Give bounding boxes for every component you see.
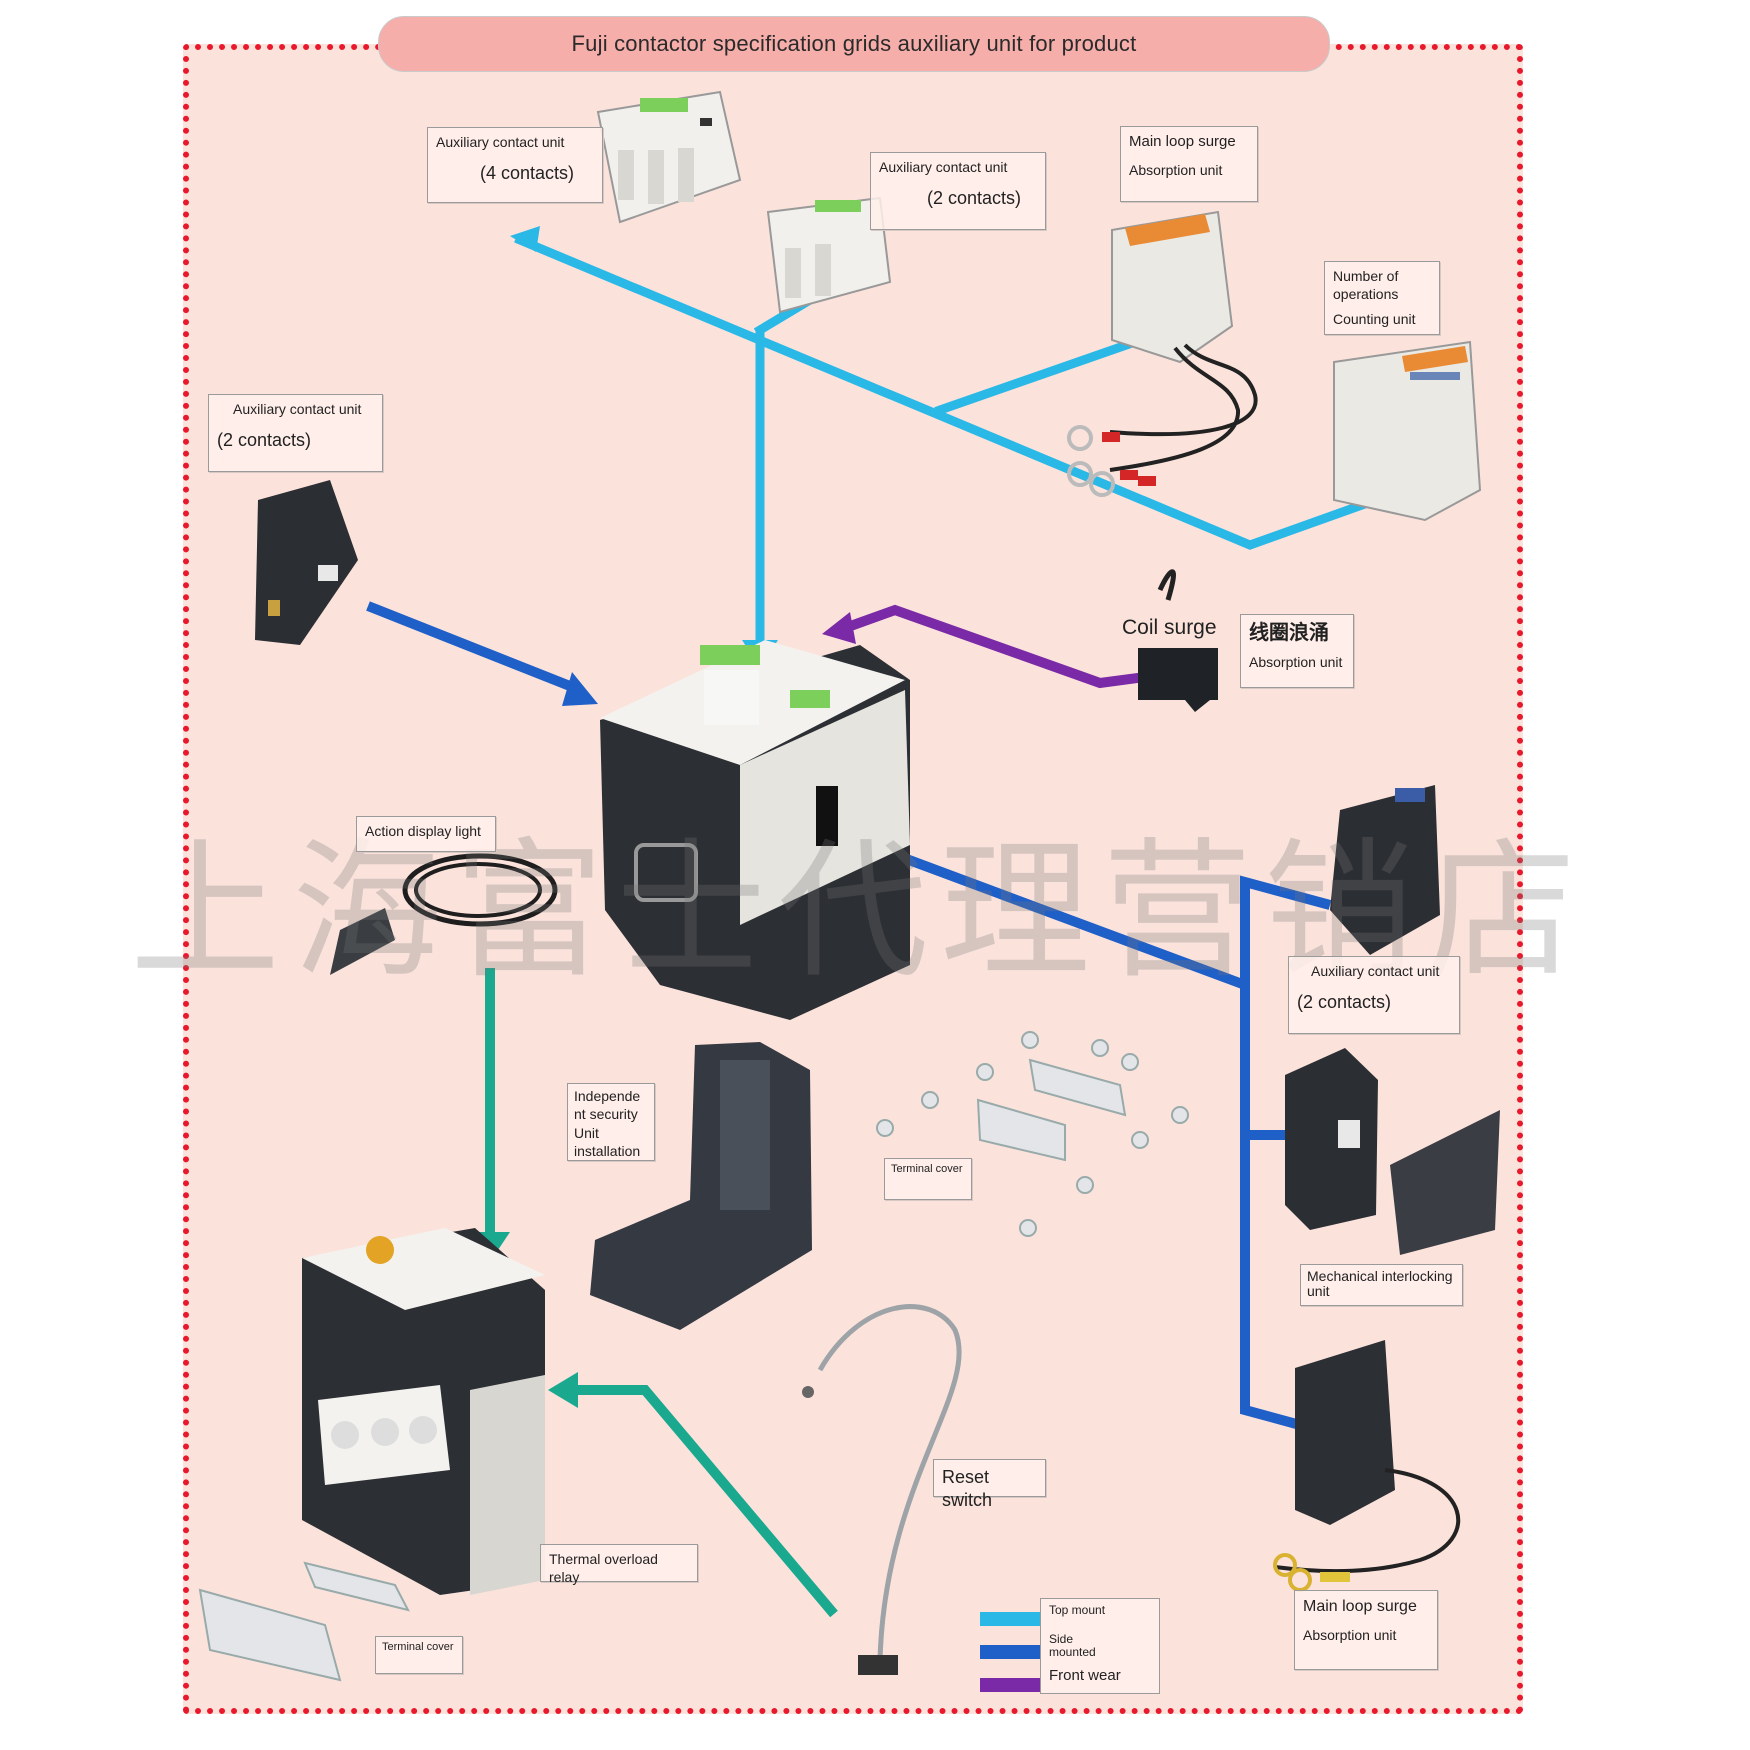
label-coil-cn: 线圈浪涌 <box>1249 622 1329 644</box>
page-title: Fuji contactor specification grids auxil… <box>378 16 1330 72</box>
mech-interlock-illustration <box>1285 1048 1500 1255</box>
counting-unit-illustration <box>1333 340 1482 522</box>
surge-top-illustration <box>1067 210 1258 497</box>
front-wear-arrow <box>822 612 856 644</box>
label-reset-switch: Reset switch <box>933 1459 1046 1510</box>
label-aux-2-right-line1: Auxiliary contact unit <box>1311 963 1440 979</box>
legend-swatch-side <box>980 1645 1040 1659</box>
label-independent-security: Independe nt security Unit installation <box>567 1083 655 1161</box>
label-mech-interlock: Mechanical interlocking unit <box>1300 1264 1463 1306</box>
label-counting-line2: Counting unit <box>1333 311 1416 327</box>
coil-surge-illustration <box>1138 569 1218 712</box>
label-aux-2-top-line2: (2 contacts) <box>927 187 1022 208</box>
aux-2-contacts-left-illustration <box>255 480 358 645</box>
legend-label-top: Top mount <box>1049 1603 1106 1617</box>
label-aux-2-left-line2: (2 contacts) <box>217 429 312 450</box>
label-aux-2-left: Auxiliary contact unit (2 contacts) <box>208 394 383 472</box>
aux-2-contacts-top-illustration <box>766 196 892 314</box>
thermal-relay-illustration <box>302 1228 545 1595</box>
label-counting-unit: Number of operations Counting unit <box>1324 261 1440 335</box>
label-coil-line2: Absorption unit <box>1249 654 1343 670</box>
label-surge-top-line2: Absorption unit <box>1129 161 1223 178</box>
aux-4-contacts-illustration <box>596 90 742 224</box>
legend-swatch-front <box>980 1678 1040 1692</box>
label-aux-4-line1: Auxiliary contact unit <box>436 134 565 150</box>
label-thermal-relay: Thermal overload relay <box>540 1544 698 1585</box>
action-display-light-illustration <box>330 853 558 975</box>
label-aux-2-top: Auxiliary contact unit (2 contacts) <box>870 152 1046 230</box>
top-mount-lines <box>514 234 1396 645</box>
terminal-cover-low-illustration <box>198 1561 410 1682</box>
reset-switch-illustration <box>802 1304 962 1675</box>
label-independent-line1: Independe nt security <box>574 1088 641 1122</box>
side-mount-lines <box>366 601 1332 1430</box>
label-aux-2-left-line1: Auxiliary contact unit <box>233 401 362 417</box>
label-independent-line2: Unit installation <box>574 1125 641 1159</box>
label-surge-bottom-line2: Absorption unit <box>1303 1627 1397 1643</box>
side-mount-arrow-left <box>562 672 598 706</box>
main-contactor-illustration <box>600 640 910 1020</box>
label-aux-2-right-line2: (2 contacts) <box>1297 991 1392 1012</box>
teal-line-reset <box>578 1385 838 1618</box>
independent-security-unit-illustration <box>590 1042 812 1330</box>
label-coil-surge: Coil surge <box>1122 616 1217 639</box>
label-surge-top-line1: Main loop surge <box>1129 133 1236 150</box>
label-counting-line1: Number of operations <box>1333 268 1399 302</box>
label-aux-4-line2: (4 contacts) <box>480 162 575 183</box>
label-terminal-cover-low: Terminal cover <box>375 1636 463 1674</box>
label-terminal-cover-mid: Terminal cover <box>884 1158 972 1200</box>
label-action-display-light: Action display light <box>356 816 496 852</box>
legend-label-front: Front wear <box>1049 1667 1121 1684</box>
top-mount-line-tip <box>510 226 540 252</box>
label-aux-2-right: Auxiliary contact unit (2 contacts) <box>1288 956 1460 1034</box>
teal-arrow-left <box>548 1372 578 1408</box>
aux-2-contacts-right-illustration <box>1330 785 1440 955</box>
label-surge-bottom: Main loop surge Absorption unit <box>1294 1590 1438 1670</box>
label-coil-absorption: 线圈浪涌 Absorption unit <box>1240 614 1354 688</box>
front-wear-line <box>843 604 1146 689</box>
label-aux-2-top-line1: Auxiliary contact unit <box>879 159 1008 175</box>
surge-bottom-illustration <box>1273 1340 1461 1592</box>
terminal-cover-mid-illustration <box>876 1031 1189 1237</box>
legend-swatch-top <box>980 1612 1040 1626</box>
legend-label-side: Side mounted <box>1049 1632 1096 1660</box>
label-surge-top: Main loop surge Absorption unit <box>1120 126 1258 202</box>
label-surge-bottom-line1: Main loop surge <box>1303 1598 1417 1615</box>
label-aux-4-contacts: Auxiliary contact unit (4 contacts) <box>427 127 603 203</box>
page-title-text: Fuji contactor specification grids auxil… <box>571 31 1137 56</box>
legend-box: Top mount Side mounted Front wear <box>1040 1598 1160 1694</box>
